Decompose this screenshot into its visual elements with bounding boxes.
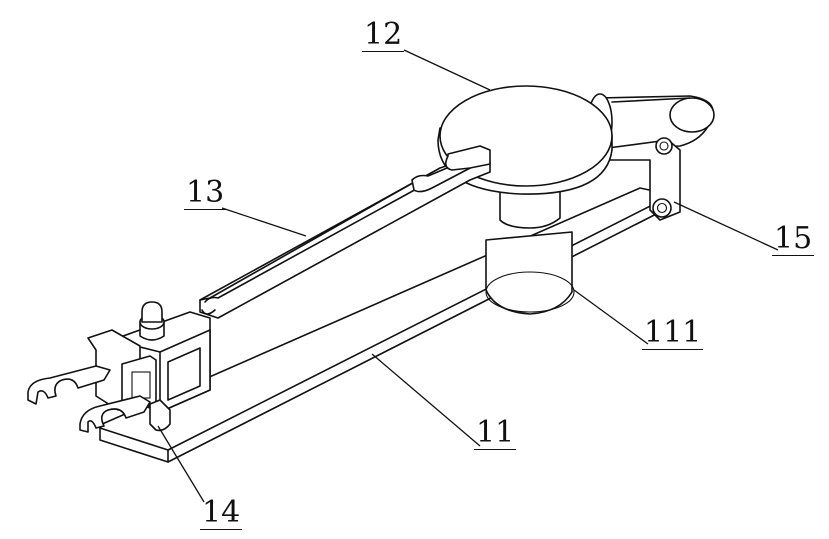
slide-rail xyxy=(199,145,491,319)
leader-12 xyxy=(403,49,491,91)
gripper-bracket xyxy=(87,301,211,413)
leader-14 xyxy=(157,425,205,503)
upper-cylinder xyxy=(499,185,561,229)
label-111: 111 xyxy=(642,315,704,350)
label-14: 14 xyxy=(200,495,243,530)
leader-15 xyxy=(673,201,779,251)
label-11: 11 xyxy=(474,415,517,450)
claw-fingers xyxy=(27,365,171,433)
label-12: 12 xyxy=(362,17,405,52)
leader-11 xyxy=(371,353,481,447)
hinge-bracket xyxy=(607,137,681,221)
label-15: 15 xyxy=(772,221,815,256)
lower-cylinder xyxy=(485,231,575,315)
label-13: 13 xyxy=(184,175,227,210)
leader-lines xyxy=(157,49,779,503)
leader-111 xyxy=(573,289,649,345)
leader-13 xyxy=(221,207,307,237)
